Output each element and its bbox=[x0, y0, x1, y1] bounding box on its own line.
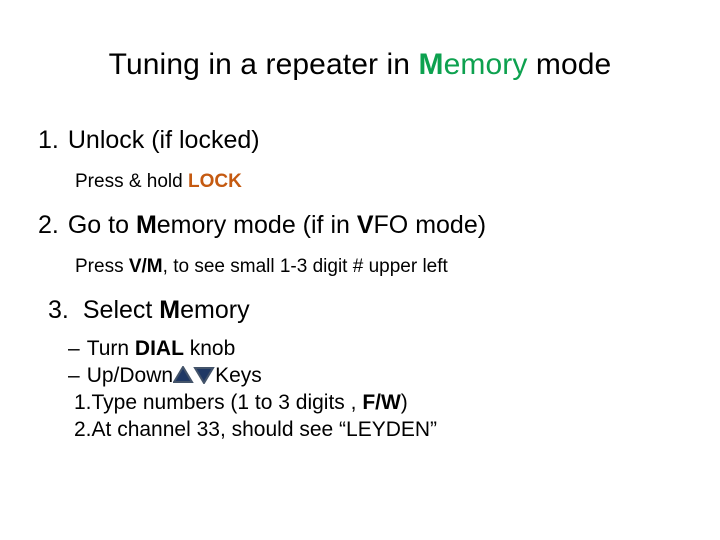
title-text-after: mode bbox=[527, 48, 612, 81]
step-3-bold-m: M bbox=[159, 296, 181, 324]
sub-2-number: 2. bbox=[74, 418, 92, 441]
step-3-numbered-item-1: 1.Type numbers (1 to 3 digits , F/W) bbox=[0, 389, 720, 416]
step-1-sub-emphasis: LOCK bbox=[188, 171, 242, 192]
step-3-dash-item-1: –Turn DIAL knob bbox=[0, 335, 720, 362]
step-3-text-part-2: emory bbox=[180, 296, 250, 324]
step-2-subline: Press V/M, to see small 1-3 digit # uppe… bbox=[0, 254, 720, 279]
title-highlight-initial: M bbox=[418, 48, 444, 81]
sub-1-part-2: ) bbox=[400, 391, 408, 414]
step-2-bold-v: V bbox=[356, 211, 374, 239]
step-3-dash-item-2: –Up/Down Keys bbox=[0, 362, 720, 389]
list-item-step-2: 2. Go to Memory mode (if in VFO mode) bbox=[0, 210, 720, 241]
spacer bbox=[0, 326, 720, 335]
step-1-sub-prefix: Press & hold bbox=[75, 171, 188, 192]
step-3-number: 3. bbox=[48, 296, 69, 324]
dash-marker: – bbox=[68, 337, 80, 360]
dash-1-bold-dial: DIAL bbox=[134, 337, 184, 360]
spacer bbox=[0, 156, 720, 169]
up-down-keys-icon-group bbox=[173, 366, 215, 384]
sub-2-part-1: At channel 33, should see “LEYDEN” bbox=[91, 418, 438, 441]
dash-2-part-2: Keys bbox=[215, 364, 262, 387]
triangle-up-icon bbox=[173, 366, 194, 383]
step-3-text-part-1: Select bbox=[82, 296, 160, 324]
spacer bbox=[0, 279, 720, 295]
step-1-subline: Press & hold LOCK bbox=[0, 169, 720, 194]
step-2-bold-m: M bbox=[135, 211, 157, 239]
step-2-text-part-3: FO mode) bbox=[373, 211, 487, 239]
dash-marker: – bbox=[68, 364, 80, 387]
dash-1-part-2: knob bbox=[183, 337, 236, 360]
spacer bbox=[0, 194, 720, 210]
title-text-before: Tuning in a repeater in bbox=[108, 48, 419, 81]
step-3-numbered-item-2: 2.At channel 33, should see “LEYDEN” bbox=[0, 416, 720, 443]
step-2-text-part-1: Go to bbox=[67, 211, 136, 239]
triangle-down-icon bbox=[193, 367, 215, 384]
step-2-sub-bold-vm: V/M bbox=[128, 256, 163, 277]
list-item-step-1: 1. Unlock (if locked) bbox=[0, 125, 720, 156]
title-highlight-rest: emory bbox=[443, 48, 528, 81]
page-title: Tuning in a repeater in Memory mode bbox=[0, 46, 720, 84]
sub-1-bold-fw: F/W bbox=[362, 391, 401, 414]
dash-1-part-1: Turn bbox=[86, 337, 135, 360]
step-2-text-part-2: emory mode (if in bbox=[156, 211, 357, 239]
spacer bbox=[0, 241, 720, 254]
sub-1-number: 1. bbox=[74, 391, 92, 414]
list-item-step-3: 3. Select Memory bbox=[0, 295, 720, 326]
step-1-text: Unlock (if locked) bbox=[67, 126, 260, 154]
step-1-number: 1. bbox=[38, 126, 59, 154]
step-2-sub-part-1: Press bbox=[75, 256, 129, 277]
step-2-sub-part-2: , to see small 1-3 digit # upper left bbox=[162, 256, 448, 277]
sub-1-part-1: Type numbers (1 to 3 digits , bbox=[91, 391, 363, 414]
slide-body: 1. Unlock (if locked) Press & hold LOCK 2… bbox=[0, 125, 720, 443]
step-2-number: 2. bbox=[38, 211, 59, 239]
dash-2-part-1: Up/Down bbox=[86, 364, 174, 387]
